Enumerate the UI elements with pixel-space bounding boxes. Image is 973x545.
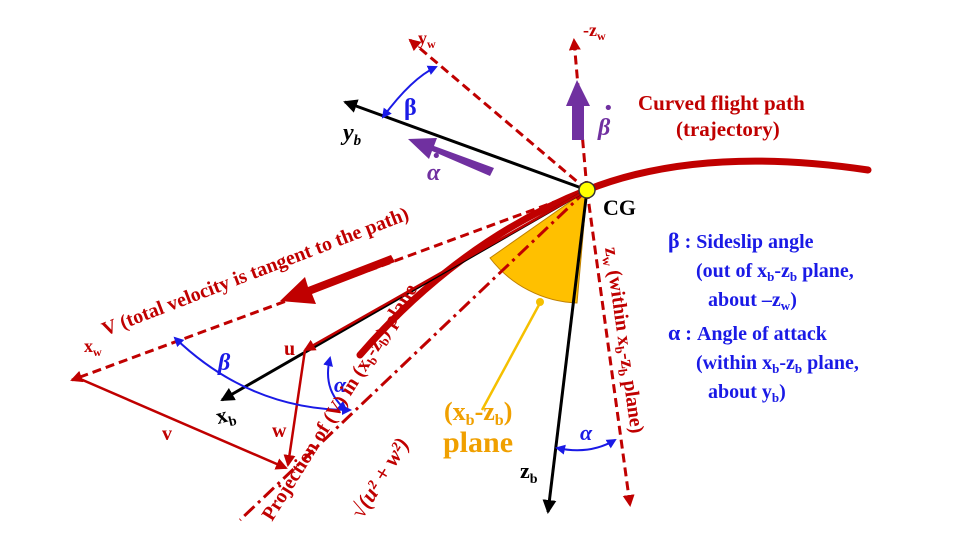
xb-label: xb <box>213 400 238 433</box>
beta-dot-mark: • <box>603 98 614 119</box>
curved-path-label-2: (trajectory) <box>676 117 780 141</box>
zw-axis-label: zw (within xb-zb plane) <box>598 246 648 435</box>
legend-alpha-line1: α : Angle of attack <box>668 320 828 345</box>
v-component <box>77 376 288 470</box>
zb-axis <box>542 189 589 514</box>
alpha-arc-bottom <box>555 438 617 455</box>
zw-axis <box>585 189 635 507</box>
legend-beta-line1: β : Sideslip angle <box>668 228 814 253</box>
projection-label: Projection of (V) in (xb-zb) plane <box>258 280 424 526</box>
zb-label: zb <box>520 458 538 487</box>
xw-label: xw <box>84 336 102 359</box>
plane-label-2: plane <box>443 426 513 459</box>
plane-pointer-dot <box>536 298 544 306</box>
beta-dot-arrow <box>566 80 590 140</box>
yb-axis <box>343 99 588 192</box>
beta-top-label: β <box>404 95 417 121</box>
v-label: v <box>162 423 172 445</box>
beta-mid-label: β <box>217 350 231 376</box>
u-component <box>303 188 588 352</box>
alpha-dot-label: α <box>427 160 441 186</box>
yb-label: yb <box>340 120 362 149</box>
legend: β : Sideslip angle (out of xb-zb plane, … <box>668 228 859 405</box>
cg-label: CG <box>603 195 636 220</box>
beta-dot-label: β <box>597 115 611 141</box>
legend-alpha-line3: about yb) <box>708 381 786 405</box>
sqrt-expression: √(u² + w²) <box>345 433 414 523</box>
alpha-bottom-label: α <box>580 420 593 445</box>
curved-path-label-1: Curved flight path <box>638 91 805 115</box>
legend-beta-line3: about –zw) <box>708 289 797 313</box>
projection-line <box>238 188 589 522</box>
neg-zw-label: -zw <box>583 20 606 43</box>
plane-pointer <box>480 302 542 411</box>
beta-arc-mid <box>173 336 352 415</box>
legend-beta-line2: (out of xb-zb plane, <box>696 260 854 284</box>
xb-zb-plane-sector <box>489 188 588 304</box>
velocity-arrow <box>280 255 395 304</box>
plane-label-1: (xb-zb) <box>444 397 512 429</box>
alpha-dot-arrow <box>408 138 494 176</box>
yw-label: yw <box>418 28 436 51</box>
u-label: u <box>284 338 295 360</box>
w-label: w <box>272 420 287 442</box>
yw-axis <box>408 38 588 192</box>
beta-arc-top <box>381 65 438 119</box>
legend-alpha-line2: (within xb-zb plane, <box>696 352 859 376</box>
alpha-dot-mark: • <box>431 146 442 167</box>
cg-point <box>578 181 596 199</box>
alpha-arc-mid <box>323 356 348 412</box>
alpha-mid-label: α <box>334 372 347 397</box>
